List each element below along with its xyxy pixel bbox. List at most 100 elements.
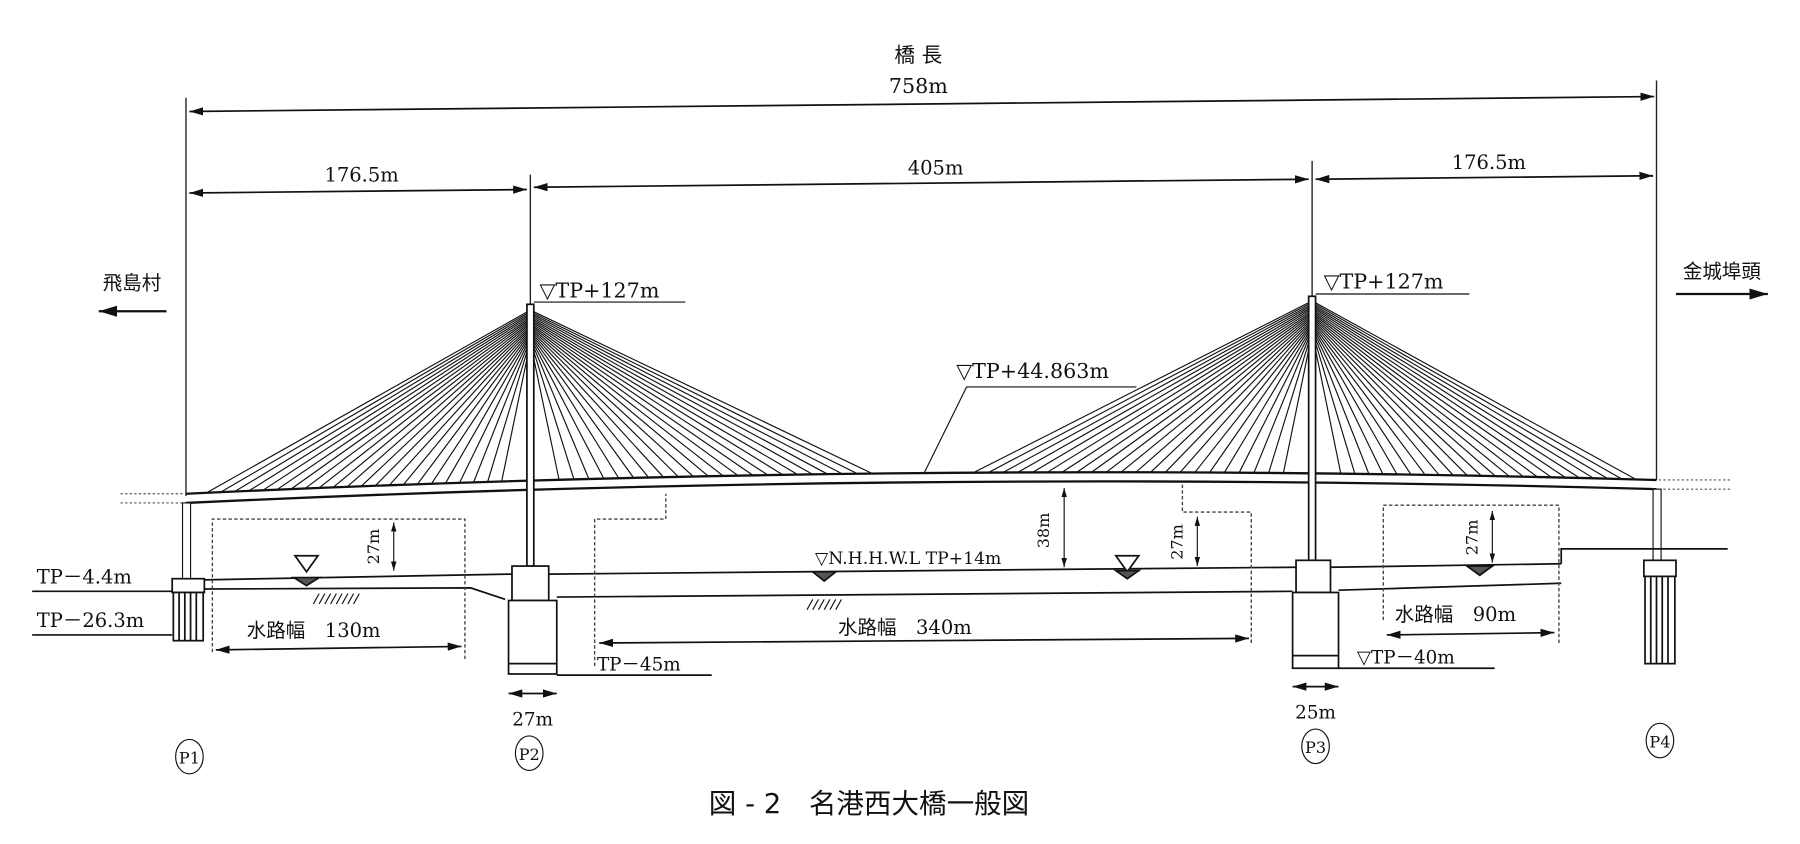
pier-label-p4: P4 — [1645, 722, 1675, 759]
stay-cable — [1179, 321, 1313, 473]
foundation-p4 — [1643, 559, 1677, 665]
stay-cable — [1311, 311, 1538, 478]
stay-cable — [220, 311, 531, 493]
stay-cable — [529, 332, 650, 478]
stay-cable — [530, 314, 828, 475]
stay-cable — [1311, 303, 1609, 480]
span-label-left: 176.5m — [324, 164, 398, 187]
pier-label-p2: P2 — [514, 735, 544, 771]
stay-cable — [1311, 320, 1454, 476]
waterway-dim-left — [215, 642, 462, 654]
stay-cable — [530, 312, 843, 475]
waterway-dim-right — [1386, 628, 1555, 639]
stay-cable — [1002, 303, 1313, 473]
bridge-length-value: 758m — [889, 74, 948, 98]
svg-text:P4: P4 — [1649, 732, 1670, 751]
pier-p1 — [181, 502, 192, 580]
leader-deck — [923, 386, 1137, 474]
stay-cable — [530, 309, 873, 475]
stay-cable — [444, 335, 531, 484]
waterway-label-right: 水路幅 90m — [1395, 603, 1516, 626]
span-dimension-left — [189, 185, 527, 197]
stay-cable — [1311, 323, 1426, 476]
stay-cable — [529, 337, 605, 479]
stay-cable — [1135, 317, 1313, 473]
elevation-p1-bottom: TP－26.3m — [37, 609, 145, 632]
elevation-p3-bottom: ▽TP－40m — [1357, 648, 1455, 669]
svg-text:P1: P1 — [179, 749, 200, 768]
stay-cable — [529, 338, 590, 480]
clearance-label-left: 27m — [364, 529, 383, 565]
foundation-p3 — [1291, 559, 1340, 670]
stay-cable — [402, 331, 531, 486]
stay-cable — [360, 326, 531, 487]
stay-cable — [487, 340, 531, 483]
elevation-p1-top: TP－4.4m — [37, 565, 132, 588]
stay-cable — [529, 334, 635, 479]
clearance-label-main-nav: 27m — [1167, 524, 1186, 560]
stay-cable — [530, 323, 739, 477]
stay-cable — [1105, 314, 1313, 473]
stay-cable — [1311, 318, 1468, 476]
stay-cable — [529, 329, 679, 478]
stay-cable — [416, 332, 531, 485]
stay-cable — [530, 320, 769, 476]
stay-cables — [206, 300, 1637, 494]
span-label-main: 405m — [908, 157, 964, 180]
stay-cable — [987, 301, 1313, 474]
water-line — [204, 547, 1728, 601]
stay-cable — [530, 318, 784, 476]
waterway-label-main: 水路幅 340m — [838, 616, 972, 639]
span-dimension-right — [1315, 171, 1654, 184]
stay-cable — [530, 321, 754, 476]
stay-cable — [1311, 308, 1566, 479]
stay-cable — [530, 315, 814, 475]
elevation-water: ▽N.H.H.W.L TP+14m — [815, 549, 1001, 569]
stay-cable — [529, 340, 575, 480]
waterway-label-left: 水路幅 130m — [247, 619, 381, 642]
pier-label-p3: P3 — [1301, 728, 1330, 765]
bridge-length-label: 橋 長 — [894, 43, 942, 67]
stay-cable — [1032, 306, 1313, 473]
clearance-label-right: 27m — [1462, 520, 1481, 556]
stay-cable — [529, 326, 709, 477]
width-label-p2: 27m — [512, 710, 553, 731]
stay-cable — [234, 312, 531, 493]
stay-cable — [262, 315, 531, 491]
stay-cable — [1311, 306, 1580, 479]
tower-p2 — [526, 303, 535, 567]
seabed-hatch — [312, 593, 842, 610]
stay-cable — [1311, 317, 1482, 477]
stay-cable — [1311, 329, 1370, 475]
foundation-p1 — [171, 577, 206, 642]
stay-cable — [501, 342, 531, 482]
stay-cable — [346, 324, 531, 488]
clearance-label-main: 38m — [1034, 513, 1053, 549]
stay-cable — [1311, 332, 1342, 474]
stay-cable — [529, 335, 620, 479]
elevation-p2-bottom: TP－45m — [597, 655, 681, 676]
stay-cable — [1311, 304, 1594, 479]
water-level-markers — [290, 554, 1495, 587]
stay-cable — [304, 320, 531, 489]
stay-cable — [1150, 318, 1313, 473]
stay-cable — [1017, 304, 1313, 473]
span-label-right: 176.5m — [1452, 151, 1526, 174]
foundation-p2 — [507, 565, 558, 675]
stay-cable — [529, 342, 560, 480]
stay-cable — [530, 317, 799, 476]
waterway-dim-main — [599, 634, 1249, 648]
stay-cable — [530, 324, 724, 477]
approach-road-dotted — [120, 479, 1732, 504]
elevation-tower-left: ▽TP+127m — [540, 278, 660, 302]
stay-cable — [206, 309, 531, 494]
pier-label-p1: P1 — [175, 738, 204, 775]
stay-cable — [458, 337, 531, 484]
stay-cable — [1209, 325, 1313, 473]
stay-cable — [1046, 308, 1313, 473]
stay-cable — [1223, 326, 1313, 473]
stay-cable — [1061, 309, 1313, 473]
stay-cable — [1311, 315, 1496, 477]
stay-cable — [1311, 325, 1412, 475]
